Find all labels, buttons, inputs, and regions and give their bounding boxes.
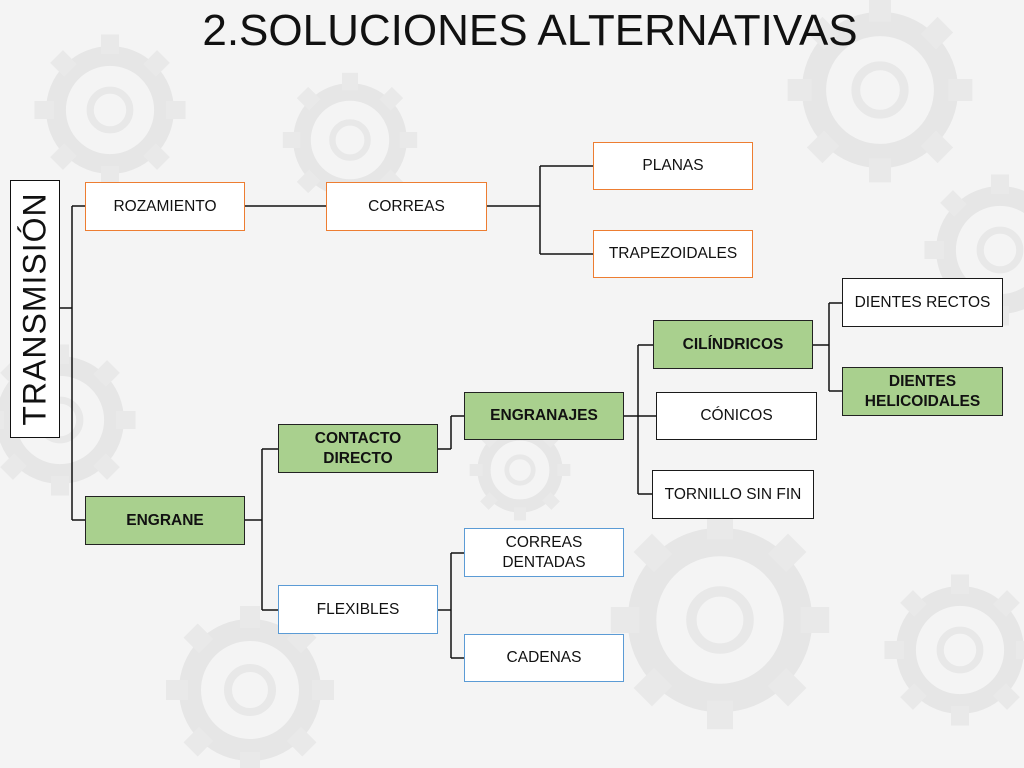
node-dientes-rectos: DIENTES RECTOS (842, 278, 1003, 327)
root-node-transmision: TRANSMISIÓN (10, 180, 60, 438)
node-cadenas: CADENAS (464, 634, 624, 682)
node-correas: CORREAS (326, 182, 487, 231)
node-cilindricos: CILÍNDRICOS (653, 320, 813, 369)
node-rozamiento: ROZAMIENTO (85, 182, 245, 231)
node-flexibles: FLEXIBLES (278, 585, 438, 634)
node-engranajes: ENGRANAJES (464, 392, 624, 440)
page-title: 2.SOLUCIONES ALTERNATIVAS (202, 6, 858, 55)
node-conicos: CÓNICOS (656, 392, 817, 440)
node-trapezoidales: TRAPEZOIDALES (593, 230, 753, 278)
node-planas: PLANAS (593, 142, 753, 190)
root-label: TRANSMISIÓN (16, 192, 53, 426)
node-correas-dentadas: CORREAS DENTADAS (464, 528, 624, 577)
node-dientes-helicoidales: DIENTES HELICOIDALES (842, 367, 1003, 416)
node-engrane: ENGRANE (85, 496, 245, 545)
node-tornillo-sin-fin: TORNILLO SIN FIN (652, 470, 814, 519)
node-contacto-directo: CONTACTO DIRECTO (278, 424, 438, 473)
